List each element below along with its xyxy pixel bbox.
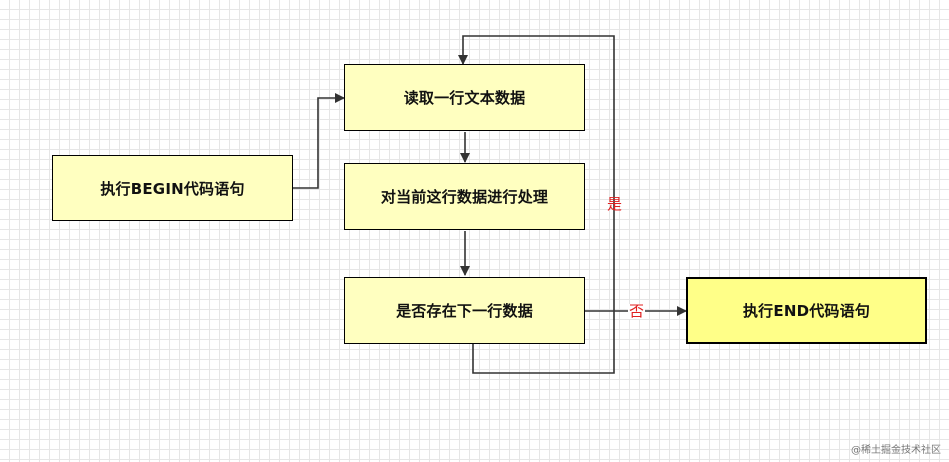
watermark-text: @稀土掘金技术社区 xyxy=(851,445,941,456)
edge-yes-loop xyxy=(458,35,615,374)
has-next-decision-label: 是否存在下一行数据 xyxy=(396,302,533,320)
begin-node-label: 执行BEGIN代码语句 xyxy=(100,179,245,198)
has-next-decision-node: 是否存在下一行数据 xyxy=(344,277,585,344)
end-node: 执行END代码语句 xyxy=(686,277,927,344)
begin-node: 执行BEGIN代码语句 xyxy=(52,155,293,221)
read-line-node-label: 读取一行文本数据 xyxy=(403,89,526,107)
no-edge-label: 否 xyxy=(628,302,646,320)
edge-begin-to-read xyxy=(293,93,345,189)
end-node-label: 执行END代码语句 xyxy=(742,302,871,320)
process-line-node-label: 对当前这行数据进行处理 xyxy=(380,188,549,206)
read-line-node: 读取一行文本数据 xyxy=(344,64,585,131)
process-line-node: 对当前这行数据进行处理 xyxy=(344,163,585,230)
yes-edge-label: 是 xyxy=(607,195,623,213)
